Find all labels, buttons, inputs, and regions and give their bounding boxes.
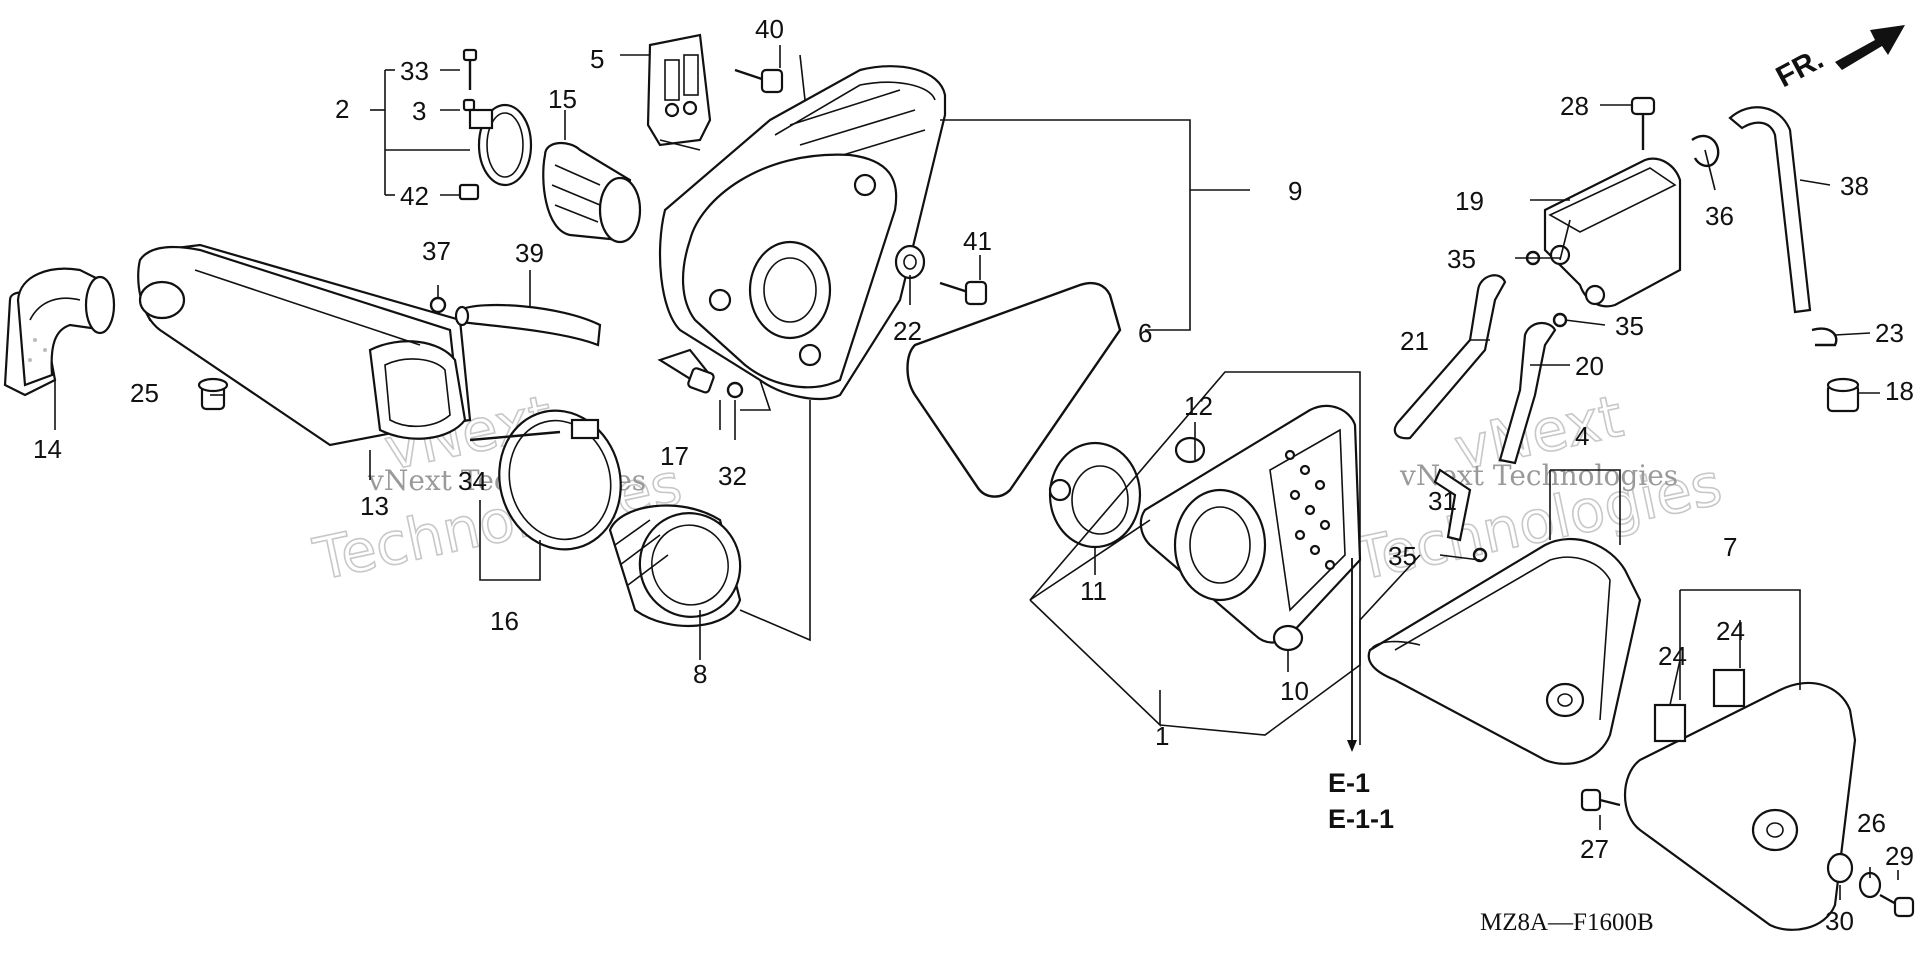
label-part-30: 30 bbox=[1825, 906, 1854, 936]
label-part-32: 32 bbox=[718, 461, 747, 491]
part-clip-23 bbox=[1811, 327, 1838, 347]
part-clamp-16 bbox=[469, 409, 622, 551]
part-connector-15 bbox=[542, 142, 642, 244]
label-part-24a: 24 bbox=[1658, 641, 1687, 671]
part-tube-31 bbox=[1433, 468, 1472, 542]
part-tube-38 bbox=[1728, 106, 1812, 314]
part-screw-41 bbox=[939, 280, 988, 306]
part-clip-37 bbox=[429, 296, 447, 314]
label-part-15: 15 bbox=[548, 84, 577, 114]
label-part-2: 2 bbox=[335, 94, 349, 124]
part-connector-8 bbox=[608, 504, 742, 628]
part-labels: 1 2 3 4 5 6 7 8 9 10 11 12 13 14 15 16 1… bbox=[33, 14, 1914, 936]
label-part-12: 12 bbox=[1184, 391, 1213, 421]
label-part-16: 16 bbox=[490, 606, 519, 636]
front-direction-label: FR. bbox=[1771, 42, 1829, 94]
label-part-11: 11 bbox=[1080, 576, 1107, 606]
label-part-20: 20 bbox=[1575, 351, 1604, 381]
part-tube-20 bbox=[1498, 322, 1557, 465]
label-part-3: 3 bbox=[412, 96, 426, 126]
label-part-25: 25 bbox=[130, 378, 159, 408]
part-bracket-5 bbox=[646, 33, 712, 147]
label-part-19: 19 bbox=[1455, 186, 1484, 216]
part-cover-4 bbox=[1367, 537, 1642, 765]
part-bolt-40 bbox=[734, 68, 784, 94]
part-plug-18 bbox=[1826, 377, 1860, 413]
label-part-1: 1 bbox=[1155, 721, 1169, 751]
part-intake-duct-13 bbox=[137, 243, 472, 447]
label-part-6: 6 bbox=[1138, 318, 1152, 348]
part-housing-9 bbox=[658, 65, 947, 401]
label-part-36: 36 bbox=[1705, 201, 1734, 231]
front-arrow-icon bbox=[1835, 25, 1905, 70]
part-decal-24a bbox=[1653, 703, 1687, 743]
part-band-2 bbox=[468, 103, 533, 187]
label-part-9: 9 bbox=[1288, 176, 1302, 206]
part-grommet-25 bbox=[197, 377, 229, 411]
part-cover-7 bbox=[1623, 681, 1857, 931]
label-part-35c: 35 bbox=[1388, 541, 1417, 571]
part-bolt-33 bbox=[458, 48, 480, 201]
label-part-13: 13 bbox=[360, 491, 389, 521]
label-part-38: 38 bbox=[1840, 171, 1869, 201]
label-part-21: 21 bbox=[1400, 326, 1429, 356]
part-seal-6 bbox=[906, 281, 1122, 498]
parts-artwork bbox=[3, 25, 1915, 931]
label-part-34: 34 bbox=[458, 466, 487, 496]
part-decal-24b bbox=[1712, 668, 1746, 708]
label-part-4: 4 bbox=[1575, 421, 1589, 451]
label-part-18: 18 bbox=[1885, 376, 1914, 406]
label-part-28: 28 bbox=[1560, 91, 1589, 121]
label-part-7: 7 bbox=[1723, 532, 1737, 562]
label-part-41: 41 bbox=[963, 226, 992, 256]
part-clip-35c bbox=[1472, 547, 1488, 563]
part-clip-32 bbox=[726, 381, 744, 399]
part-grommet-22 bbox=[894, 244, 926, 280]
label-part-26: 26 bbox=[1857, 808, 1886, 838]
part-grommet-30 bbox=[1826, 852, 1854, 884]
reference-label-e1: E-1 bbox=[1328, 768, 1370, 798]
label-part-35b: 35 bbox=[1615, 311, 1644, 341]
part-tube-39 bbox=[454, 303, 602, 347]
part-clip-36 bbox=[1691, 134, 1720, 168]
label-part-8: 8 bbox=[693, 659, 707, 689]
label-part-5: 5 bbox=[590, 44, 604, 74]
part-elbow-14 bbox=[3, 267, 116, 397]
part-gasket-11 bbox=[1048, 441, 1142, 549]
label-part-31: 31 bbox=[1428, 486, 1457, 516]
part-clip-35b bbox=[1552, 312, 1568, 328]
label-part-40: 40 bbox=[755, 14, 784, 44]
part-bolt-27 bbox=[1580, 788, 1621, 812]
part-grommet-12 bbox=[1174, 436, 1206, 464]
label-part-24b: 24 bbox=[1716, 616, 1745, 646]
part-element-1 bbox=[1139, 404, 1362, 644]
label-part-10: 10 bbox=[1280, 676, 1309, 706]
label-part-27: 27 bbox=[1580, 834, 1609, 864]
diagram-code: MZ8A—F1600B bbox=[1480, 909, 1654, 936]
part-screw-28 bbox=[1630, 96, 1656, 150]
part-screw-29 bbox=[1879, 893, 1915, 918]
label-part-14: 14 bbox=[33, 434, 62, 464]
label-part-29: 29 bbox=[1885, 841, 1914, 871]
label-part-35a: 35 bbox=[1447, 244, 1476, 274]
label-part-23: 23 bbox=[1875, 318, 1904, 348]
label-part-37: 37 bbox=[422, 236, 451, 266]
label-part-42: 42 bbox=[400, 181, 429, 211]
part-separator-19 bbox=[1543, 157, 1682, 308]
label-part-22: 22 bbox=[893, 316, 922, 346]
part-plug-17 bbox=[657, 348, 715, 394]
label-part-39: 39 bbox=[515, 238, 544, 268]
part-grommet-10 bbox=[1272, 624, 1304, 652]
part-tube-21 bbox=[1393, 274, 1507, 440]
reference-label-e1-1: E-1-1 bbox=[1328, 804, 1394, 834]
leader-lines bbox=[54, 45, 1899, 900]
label-part-33: 33 bbox=[400, 56, 429, 86]
label-part-17: 17 bbox=[660, 441, 689, 471]
